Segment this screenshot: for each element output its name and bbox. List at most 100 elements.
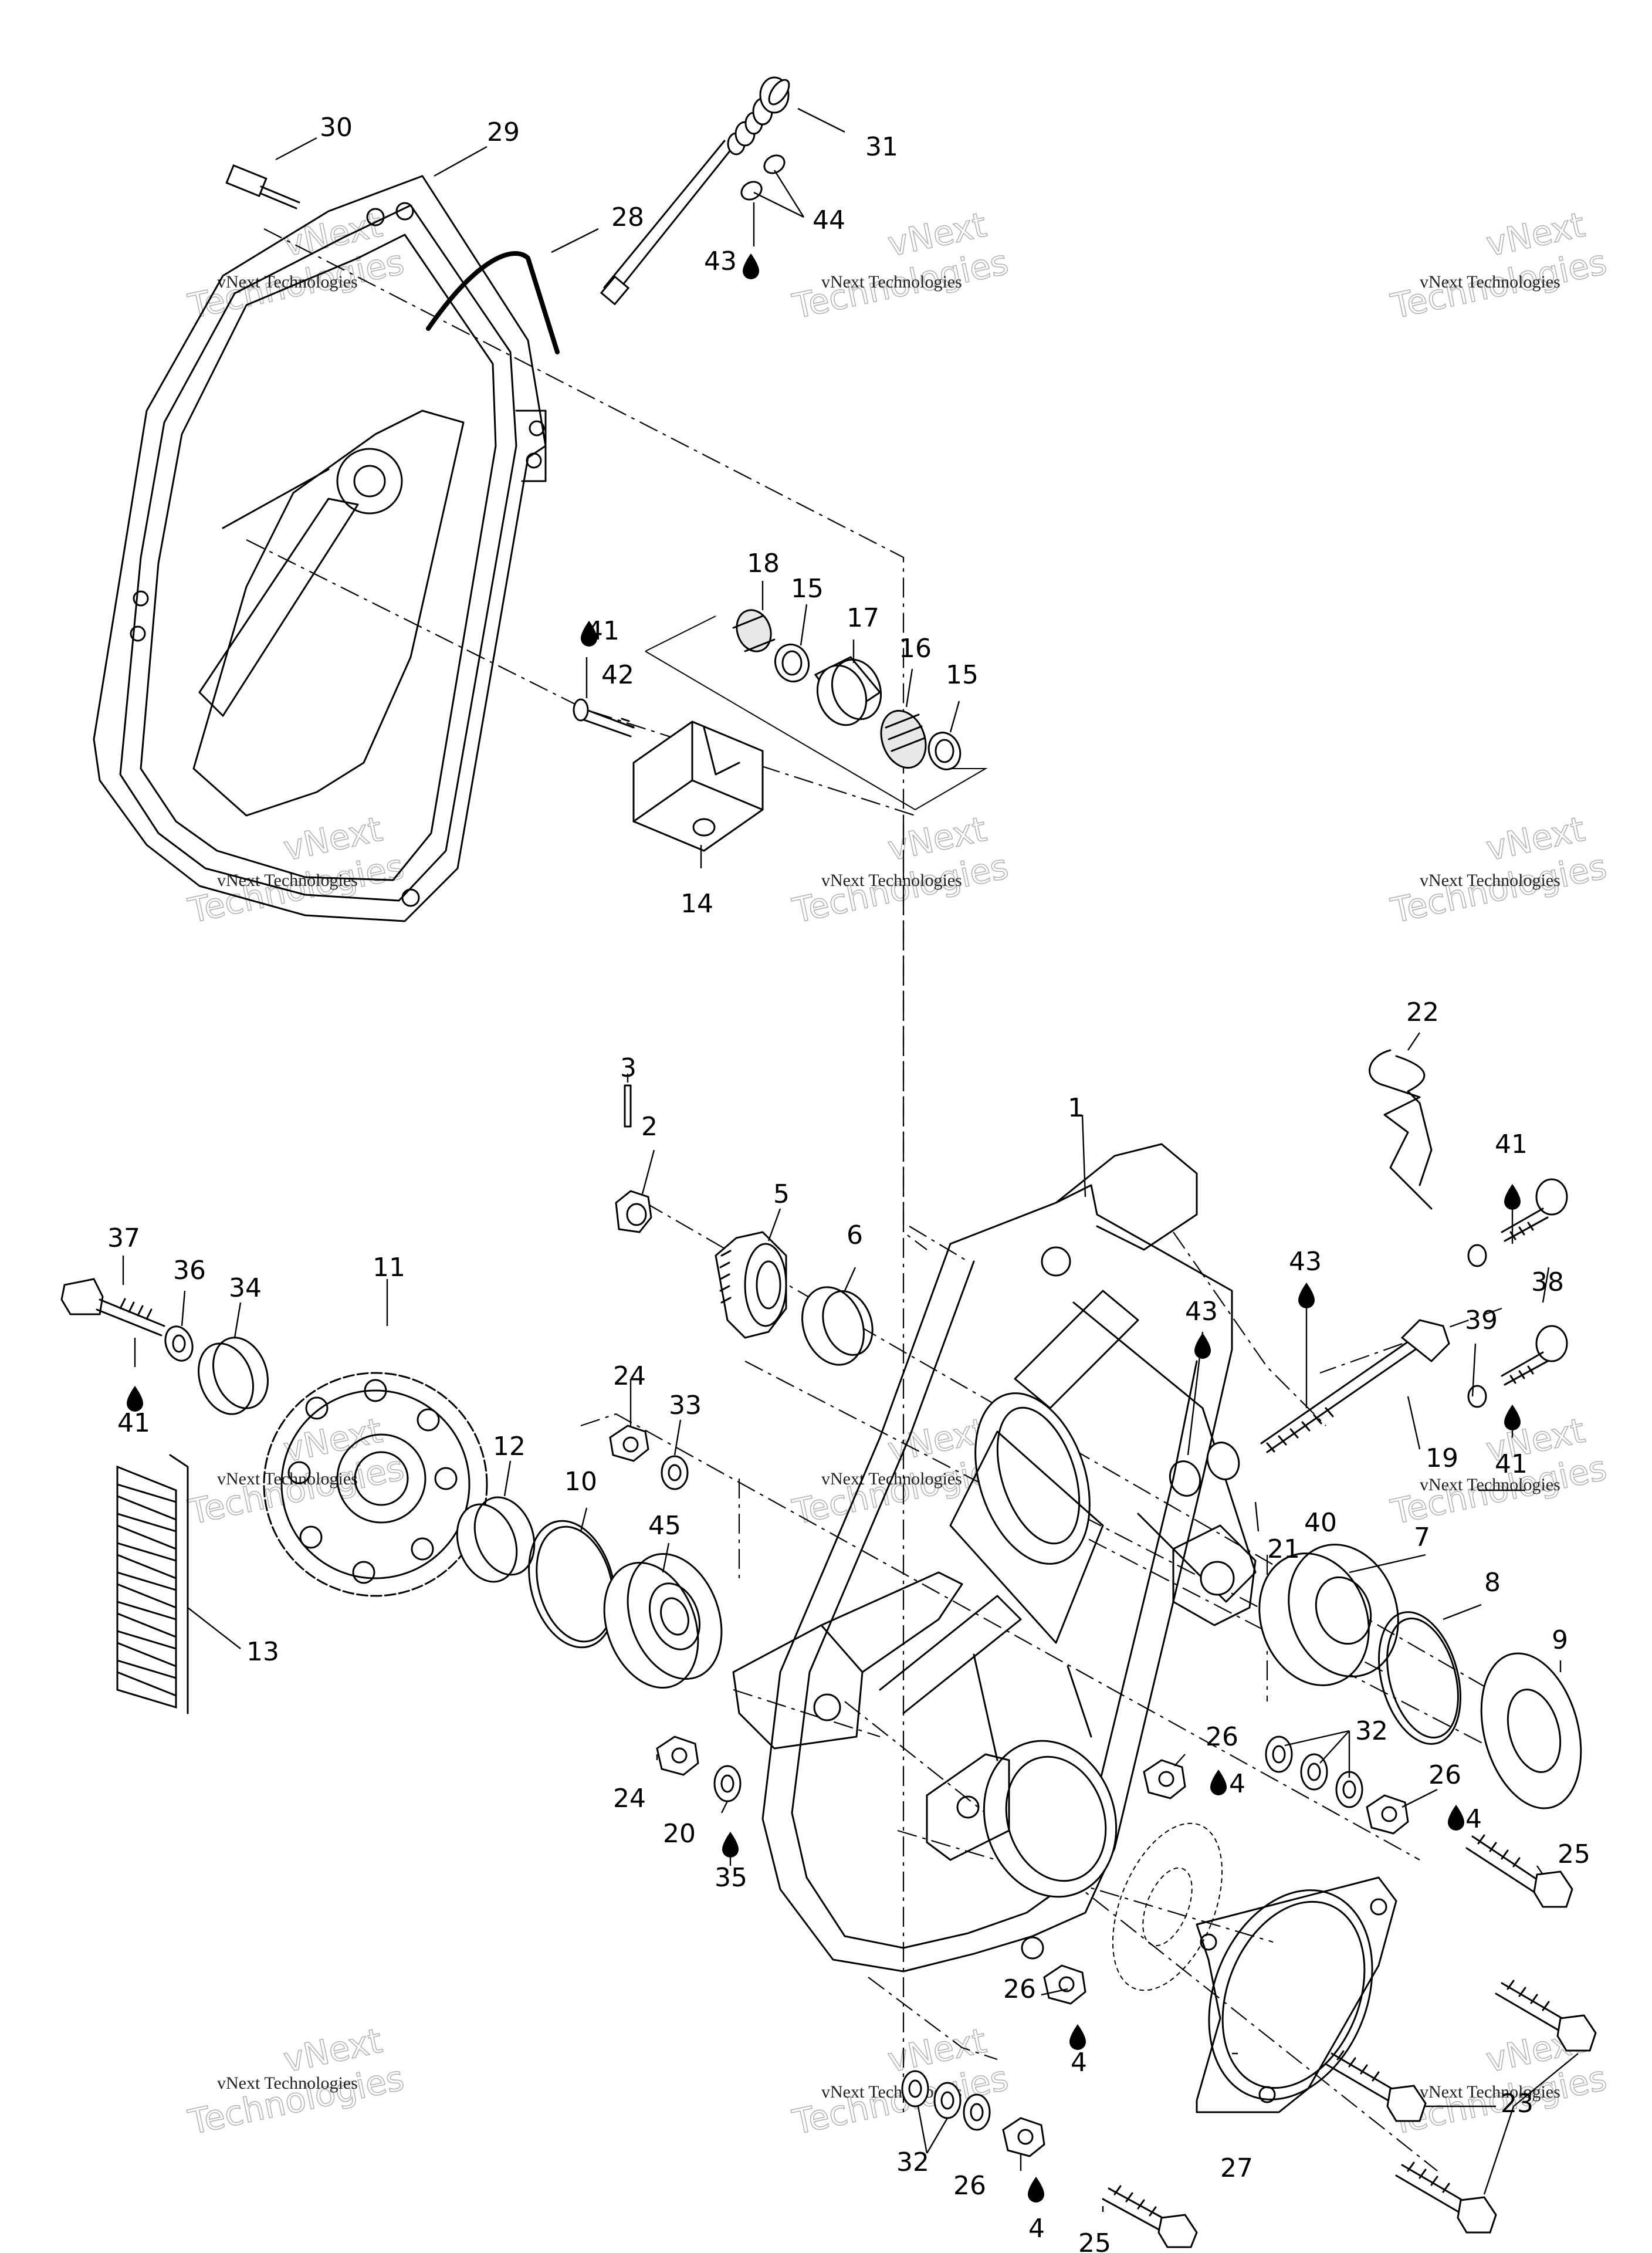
watermark-label: vNext Technologies — [217, 2073, 358, 2093]
bolt-23-a — [1495, 1980, 1597, 2052]
callout-22: 22 — [1406, 997, 1439, 1027]
seal-9 — [1480, 1652, 1582, 1809]
callout-26a: 26 — [1206, 1722, 1238, 1752]
nut-26-c — [1043, 1964, 1086, 2005]
oil-drop-icon — [1069, 2024, 1086, 2050]
oil-symbols — [127, 253, 1521, 2203]
callout-12: 12 — [493, 1432, 526, 1462]
washer-36 — [164, 1325, 194, 1362]
bolt-23-b — [1325, 2050, 1427, 2122]
callout-26c: 26 — [1003, 1974, 1036, 2004]
callout-15b: 15 — [946, 660, 979, 690]
callout-32a: 32 — [1355, 1716, 1388, 1746]
bolt-25-b — [1102, 2185, 1198, 2248]
callout-18: 18 — [747, 549, 780, 579]
callout-24a: 24 — [613, 1361, 646, 1391]
callout-9: 9 — [1552, 1625, 1568, 1655]
spacer-34 — [198, 1337, 269, 1415]
callout-35: 35 — [715, 1863, 747, 1893]
callout-27: 27 — [1220, 2153, 1253, 2183]
callout-4b: 4 — [1465, 1804, 1482, 1834]
callout-31: 31 — [865, 132, 898, 162]
watermark-label: vNext Technologies — [217, 871, 358, 890]
hair-pin-22 — [1369, 1049, 1433, 1210]
nut-24-lower — [656, 1736, 699, 1776]
callout-25a: 25 — [1558, 1839, 1590, 1869]
callout-41a: 41 — [587, 616, 620, 646]
oil-drop-icon — [722, 1832, 739, 1858]
washers-32-upper — [1265, 1736, 1363, 1808]
callout-41d: 41 — [1495, 1449, 1528, 1479]
cover-boss — [336, 448, 403, 515]
callout-26d: 26 — [953, 2171, 986, 2201]
callout-6: 6 — [847, 1220, 863, 1250]
chaincase-housing — [732, 1143, 1257, 1973]
callout-3: 3 — [620, 1053, 637, 1083]
large-sprocket — [263, 1372, 488, 1597]
callout-24b: 24 — [613, 1784, 646, 1814]
bolt-25-a — [1465, 1834, 1573, 1908]
adjuster-bolt — [600, 76, 790, 306]
gasket-oring — [1112, 1822, 1223, 1991]
nut-26-b — [1366, 1794, 1409, 1835]
oil-drop-icon — [1298, 1283, 1315, 1308]
callout-33: 33 — [669, 1391, 702, 1420]
watermark-label: vNext Technologies — [1420, 1475, 1560, 1494]
circlip-8 — [1378, 1611, 1461, 1745]
bolt-37 — [60, 1278, 165, 1337]
callout-41c: 41 — [1495, 1129, 1528, 1159]
callout-43c: 43 — [1185, 1297, 1218, 1327]
drive-chain — [116, 1454, 189, 1714]
callout-38: 38 — [1531, 1267, 1564, 1297]
callout-28: 28 — [611, 202, 644, 232]
nut-26-d — [1002, 2117, 1045, 2157]
screw-38-upper — [1467, 1178, 1568, 1267]
callout-4a: 4 — [1229, 1769, 1245, 1799]
washer-20 — [713, 1765, 742, 1802]
callout-30: 30 — [320, 113, 353, 143]
callout-39: 39 — [1465, 1305, 1498, 1335]
watermark-label: vNext Technologies — [1420, 2082, 1560, 2102]
watermark-label: vNext Technologies — [217, 1469, 358, 1489]
callout-29: 29 — [487, 117, 520, 147]
lower-bearing-bore — [983, 1740, 1118, 1898]
circlip-10 — [528, 1520, 616, 1649]
bearing-45 — [603, 1552, 723, 1689]
callout-34: 34 — [229, 1273, 262, 1303]
oil-drop-icon — [127, 1386, 143, 1412]
callout-42: 42 — [601, 660, 634, 690]
leader-lines — [122, 107, 1579, 2212]
callout-5: 5 — [773, 1179, 790, 1209]
bolt-23-c — [1395, 2161, 1497, 2234]
oil-drop-icon — [1194, 1333, 1211, 1359]
screw-38-lower — [1467, 1325, 1568, 1408]
callout-36: 36 — [173, 1256, 206, 1286]
callout-11: 11 — [373, 1253, 405, 1283]
oil-drop-icon — [1210, 1770, 1227, 1795]
callout-16: 16 — [899, 634, 932, 664]
callout-26b: 26 — [1428, 1760, 1461, 1790]
callout-40: 40 — [1304, 1508, 1337, 1538]
upper-bearing-bore — [974, 1392, 1091, 1565]
callout-10: 10 — [564, 1467, 597, 1497]
callout-44: 44 — [813, 205, 845, 235]
breather-tube — [426, 251, 560, 354]
callout-25b: 25 — [1078, 2228, 1111, 2253]
callout-19: 19 — [1426, 1443, 1458, 1473]
callout-45: 45 — [648, 1511, 681, 1541]
chaincase-cover — [93, 175, 547, 922]
watermark-label: vNext Technologies — [1420, 871, 1560, 890]
callout-21: 21 — [1267, 1534, 1300, 1564]
callout-23: 23 — [1501, 2089, 1533, 2119]
watermark-label: vNext Technologies — [821, 272, 962, 292]
callout-1: 1 — [1068, 1093, 1084, 1123]
callout-43b: 43 — [1289, 1247, 1322, 1277]
callout-13: 13 — [246, 1637, 279, 1667]
upper-shaft-parts — [615, 1084, 874, 1366]
watermark: vNext Technologies — [1387, 808, 1610, 931]
oil-drop-icon — [1504, 1184, 1521, 1210]
spacer-12 — [456, 1496, 536, 1583]
adjusting-bolt-19 — [1169, 1319, 1450, 1497]
nut-24-upper — [609, 1425, 649, 1462]
